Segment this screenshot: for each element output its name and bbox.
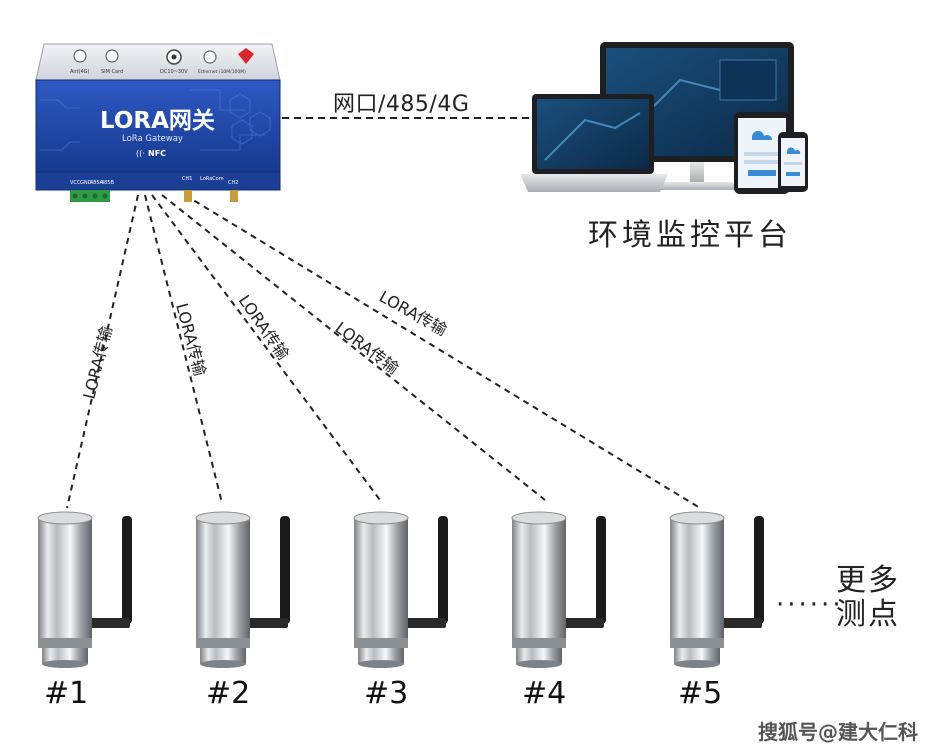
sensor-node-3 xyxy=(353,511,448,668)
sensor-nodes xyxy=(37,511,764,668)
port-label-485a: 485A xyxy=(90,180,104,186)
antenna-icon xyxy=(438,516,448,624)
lora-link-1 xyxy=(66,194,139,509)
lora-links xyxy=(66,194,701,509)
more-points-label: 更多 测点 xyxy=(836,564,900,632)
port-label-loracom: LoRaCom xyxy=(200,176,224,182)
node-label-3: #3 xyxy=(364,676,409,711)
lora-link-2 xyxy=(144,194,223,504)
gateway-port-icons xyxy=(73,48,254,65)
lora-label-1: LORA传输 xyxy=(79,324,115,401)
antenna-icon xyxy=(596,516,606,624)
antenna-connector-ch2 xyxy=(230,190,238,202)
node-label-5: #5 xyxy=(678,676,723,711)
lora-link-3 xyxy=(151,194,381,501)
gateway-subtitle: LoRa Gateway xyxy=(122,134,183,144)
smartphone xyxy=(778,132,808,192)
port-label-485b: 485B xyxy=(101,180,115,186)
connection-label: 网口/485/4G xyxy=(333,92,470,117)
platform-label: 环境监控平台 xyxy=(588,218,792,253)
more-label-line-2: 测点 xyxy=(836,597,900,632)
node-label-4: #4 xyxy=(522,676,567,711)
ethernet-port-icon xyxy=(203,50,217,64)
node-label-1: #1 xyxy=(44,676,89,711)
lora-label-4: LORA传输 xyxy=(332,318,403,378)
sim-port-icon xyxy=(105,49,119,63)
terminal-block xyxy=(70,190,110,202)
port-label-dc: DC10~30V xyxy=(160,69,188,75)
antenna-icon xyxy=(754,516,764,624)
port-label-gnd: GND xyxy=(80,180,92,186)
lora-label-3: LORA传输 xyxy=(235,291,293,363)
lora-label-2: LORA传输 xyxy=(172,301,210,378)
sensor-node-1 xyxy=(37,511,132,668)
sensor-node-5 xyxy=(669,511,764,668)
port-label-vcc: VCC xyxy=(70,180,81,186)
watermark: 搜狐号@建大仁科 xyxy=(758,720,918,744)
brand-logo-icon xyxy=(238,48,254,64)
port-label-ch1: CH1 xyxy=(182,176,192,182)
nfc-icon: ((· xyxy=(136,149,145,158)
laptop xyxy=(520,94,668,192)
more-label-line-1: 更多 xyxy=(836,563,900,598)
antenna-icon xyxy=(280,516,290,624)
antenna-icon xyxy=(122,516,132,624)
antenna-port-icon xyxy=(73,49,87,63)
sensor-node-4 xyxy=(511,511,606,668)
port-label-ch2: CH2 xyxy=(228,180,238,186)
sensor-node-2 xyxy=(195,511,290,668)
lora-link-5 xyxy=(184,194,701,509)
port-label-ant: Ant(4G) xyxy=(70,69,90,75)
node-label-2: #2 xyxy=(206,676,251,711)
monitoring-platform-devices xyxy=(520,42,808,194)
antenna-connector-ch1 xyxy=(184,190,192,202)
more-ellipsis: ······ xyxy=(776,590,844,620)
gateway-title: LORA网关 xyxy=(100,107,215,134)
port-label-eth: Ethernet (10M/100M) xyxy=(198,69,246,75)
port-label-sim: SIM Card xyxy=(101,69,123,75)
lora-gateway: Ant(4G) SIM Card DC10~30V Ethernet (10M/… xyxy=(35,43,281,202)
lora-link-4 xyxy=(161,194,546,501)
lora-label-5: LORA传输 xyxy=(376,287,450,340)
gateway-nfc: NFC xyxy=(148,149,166,158)
